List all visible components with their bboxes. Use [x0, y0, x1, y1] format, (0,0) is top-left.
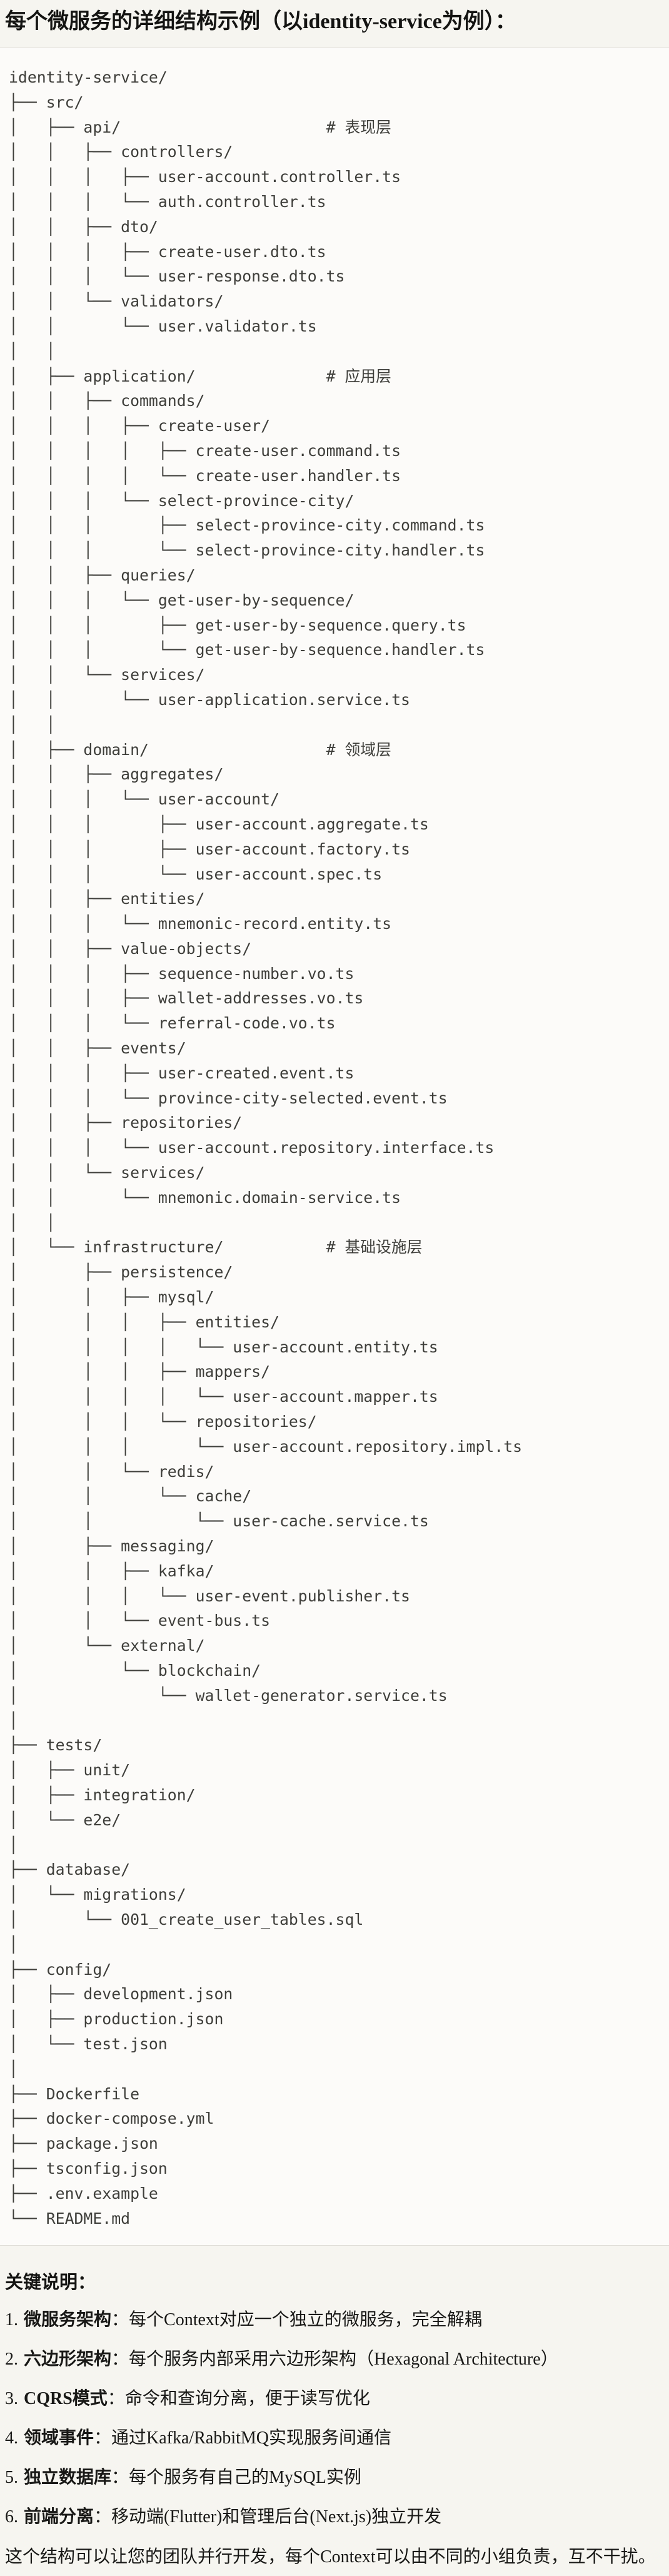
key-notes-section: 关键说明： 1.微服务架构：每个Context对应一个独立的微服务，完全解耦 2…	[0, 2272, 669, 2576]
list-item: 4. 领域事件：通过Kafka/RabbitMQ实现服务间通信	[5, 2426, 664, 2450]
note-colon: ：	[111, 2468, 129, 2488]
note-label: 六边形架构	[24, 2350, 112, 2370]
note-label: 微服务架构	[24, 2310, 112, 2330]
note-label: CQRS模式	[24, 2389, 108, 2409]
note-label: 领域事件	[24, 2428, 94, 2448]
directory-tree-code-block: identity-service/ ├── src/ │ ├── api/ # …	[0, 48, 669, 2246]
note-text: 每个服务有自己的MySQL实例	[129, 2468, 361, 2488]
closing-paragraph: 这个结构可以让您的团队并行开发，每个Context可以由不同的小组负责，互不干扰…	[5, 2547, 656, 2567]
note-colon: ：	[111, 2350, 129, 2370]
list-item: 3. CQRS模式：命令和查询分离，便于读写优化	[5, 2387, 664, 2411]
note-colon: ：	[111, 2310, 129, 2330]
list-item: 6. 前端分离：移动端(Flutter)和管理后台(Next.js)独立开发	[5, 2505, 664, 2529]
page-title: 每个微服务的详细结构示例（以identity-service为例）：	[5, 10, 516, 33]
list-number: 6.	[5, 2507, 18, 2527]
note-text: 每个服务内部采用六边形架构（Hexagonal Architecture）	[129, 2350, 558, 2370]
list-item: 5. 独立数据库：每个服务有自己的MySQL实例	[5, 2466, 664, 2490]
list-number: 4.	[5, 2428, 18, 2448]
note-label: 独立数据库	[24, 2468, 112, 2488]
list-number: 3.	[5, 2389, 18, 2409]
notes-heading: 关键说明：	[5, 2273, 96, 2293]
note-colon: ：	[94, 2428, 112, 2448]
list-item: 1. 微服务架构：每个Context对应一个独立的微服务，完全解耦	[5, 2308, 664, 2332]
list-number: 1.	[5, 2310, 18, 2330]
list-item: 2. 六边形架构：每个服务内部采用六边形架构（Hexagonal Architec…	[5, 2348, 664, 2371]
note-colon: ：	[94, 2507, 112, 2527]
note-text: 每个Context对应一个独立的微服务，完全解耦	[129, 2310, 482, 2330]
list-number: 2.	[5, 2350, 18, 2370]
note-text: 命令和查询分离，便于读写优化	[124, 2389, 370, 2409]
note-text: 通过Kafka/RabbitMQ实现服务间通信	[111, 2428, 391, 2448]
list-number: 5.	[5, 2468, 18, 2488]
note-label: 前端分离	[24, 2507, 94, 2527]
note-colon: ：	[107, 2389, 125, 2409]
note-text: 移动端(Flutter)和管理后台(Next.js)独立开发	[111, 2507, 442, 2527]
